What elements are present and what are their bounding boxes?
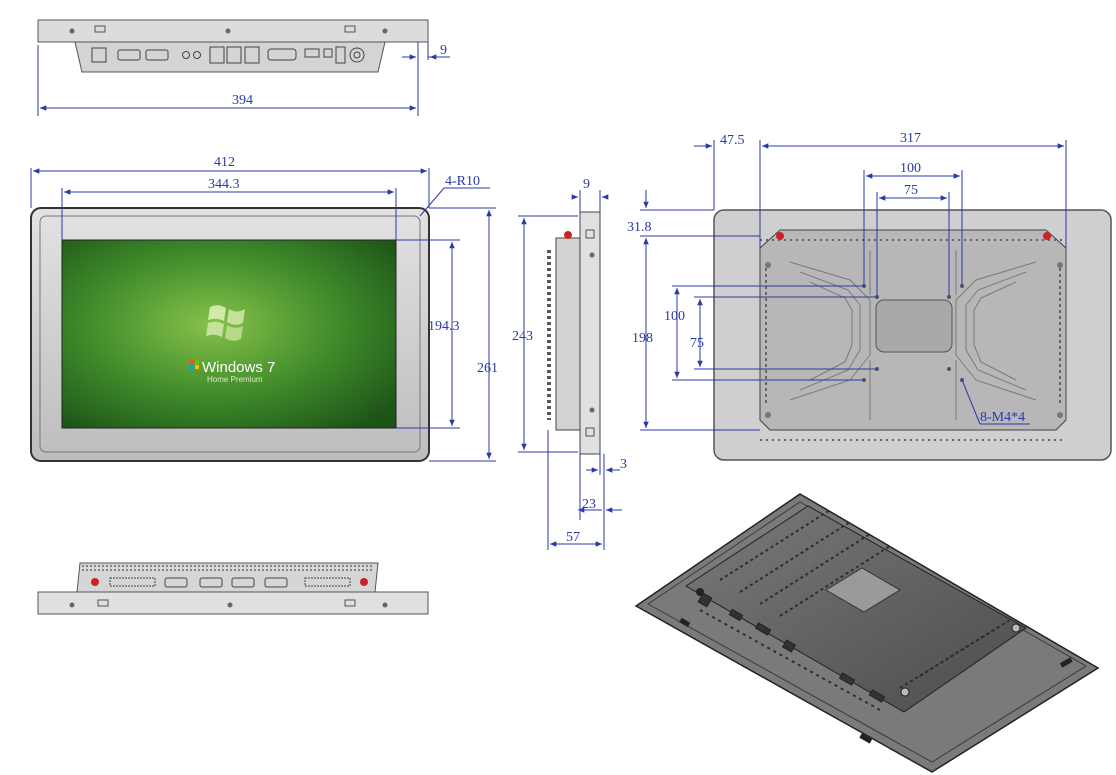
iso-ports [697, 592, 886, 703]
os-edition: Home Premium [207, 375, 263, 384]
dim-rear-offset-y: 31.8 [627, 220, 652, 235]
side-view: 9 243 3 23 57 [512, 177, 627, 550]
dim-rear-vesa-75-x: 75 [904, 183, 918, 198]
dim-top-width: 394 [232, 93, 253, 108]
bottom-view-bezel [37, 591, 429, 615]
bottom-vent-fins [82, 565, 374, 571]
bottom-ports [109, 577, 351, 588]
dim-rear-vesa-100-y: 100 [664, 309, 685, 324]
dim-rear-hole-span-x: 317 [900, 131, 921, 146]
windows-logo-icon [206, 305, 245, 341]
dim-side-height: 243 [512, 329, 533, 344]
rear-red-cap-left [776, 232, 784, 240]
dim-screen-width: 344.3 [208, 177, 240, 192]
front-view: Windows 7 Home Premium 412 344.3 4-R10 1… [30, 155, 498, 462]
rear-view: 317 47.5 100 75 31.8 198 100 75 [627, 131, 1112, 461]
iso-fins [699, 509, 1011, 711]
dim-top-depth: 9 [440, 43, 447, 58]
os-name: Windows 7 [202, 359, 275, 376]
dim-corner-radius: 4-R10 [445, 174, 480, 189]
rear-red-cap-right [1043, 232, 1051, 240]
dim-side-body: 23 [582, 497, 596, 512]
dim-side-depth-top: 9 [583, 177, 590, 192]
dim-rear-vesa-100-x: 100 [900, 161, 921, 176]
top-view: 394 9 [37, 19, 450, 116]
dim-screen-height: 194.3 [428, 319, 460, 334]
dim-rear-hole-span-y: 198 [632, 331, 653, 346]
dim-rear-vesa-75-y: 75 [690, 336, 704, 351]
bottom-red-cap-left [91, 578, 99, 586]
isometric-view [634, 493, 1100, 773]
windows-small-flag-icon [190, 360, 199, 369]
side-body [555, 237, 581, 431]
side-red-cap [564, 231, 572, 239]
rear-side-fins [765, 268, 1061, 405]
top-view-bezel [37, 19, 429, 43]
dim-front-height: 261 [477, 361, 498, 376]
dim-side-total: 57 [566, 530, 580, 545]
dim-side-bezel: 3 [620, 457, 627, 472]
dim-rear-offset-x: 47.5 [720, 133, 745, 148]
dim-rear-screws: 8-M4*4 [980, 410, 1025, 425]
rear-center-plate [875, 299, 953, 353]
iso-center-plate [825, 567, 901, 613]
dim-front-width: 412 [214, 155, 235, 170]
side-bezel [579, 211, 601, 455]
top-view-ports [91, 46, 365, 64]
iso-heatsink [685, 505, 1027, 713]
bottom-view [37, 562, 429, 615]
rear-ribs [789, 250, 1037, 420]
bottom-red-cap-right [360, 578, 368, 586]
